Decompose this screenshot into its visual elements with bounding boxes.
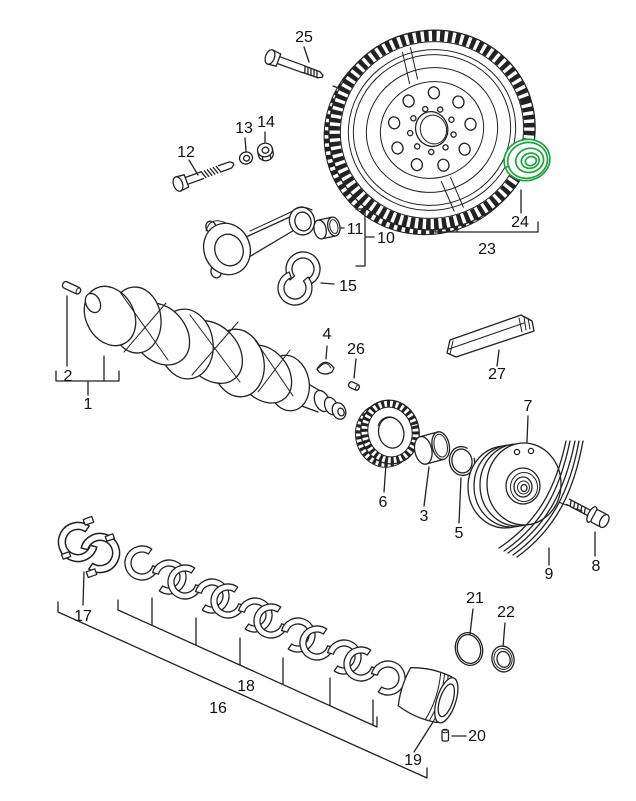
callout-16[interactable]: 16 (209, 700, 227, 717)
part-15-rod-bearing[interactable] (273, 247, 325, 310)
callout-15[interactable]: 15 (339, 278, 357, 295)
callout-24[interactable]: 24 (511, 214, 529, 231)
part-24-seal-highlighted[interactable] (500, 135, 555, 186)
part-17-thrust-bearing[interactable] (52, 515, 126, 579)
callout-4[interactable]: 4 (323, 326, 332, 343)
callout-8[interactable]: 8 (592, 558, 601, 575)
part-27-sealant-tube[interactable] (446, 314, 535, 358)
callout-14[interactable]: 14 (257, 114, 275, 131)
callout-1[interactable]: 1 (84, 396, 93, 413)
part-14-nut[interactable] (256, 142, 274, 162)
callout-19[interactable]: 19 (404, 752, 422, 769)
part-18-main-bearings[interactable] (120, 542, 410, 698)
part-13-washer[interactable] (238, 151, 254, 166)
callout-12[interactable]: 12 (177, 144, 195, 161)
part-7-pulley[interactable] (467, 442, 562, 529)
callout-5[interactable]: 5 (455, 525, 464, 542)
callout-10[interactable]: 10 (377, 230, 395, 247)
callout-7[interactable]: 7 (524, 398, 533, 415)
part-23-flywheel[interactable] (297, 3, 562, 261)
callout-6[interactable]: 6 (379, 494, 388, 511)
part-22-seal-ring[interactable] (489, 644, 517, 675)
callout-22[interactable]: 22 (497, 604, 515, 621)
part-12-bolt[interactable] (171, 157, 236, 193)
part-8-bolt[interactable] (564, 494, 612, 530)
part-20-pin[interactable] (441, 728, 450, 742)
callout-23[interactable]: 23 (478, 241, 496, 258)
callout-2[interactable]: 2 (64, 368, 73, 385)
part-21-ring[interactable] (452, 630, 486, 669)
part-4-woodruff-key[interactable] (316, 361, 335, 375)
callout-17[interactable]: 17 (74, 608, 92, 625)
part-2-dowel-pin[interactable] (61, 280, 82, 295)
part-6-gear[interactable] (348, 394, 426, 474)
callout-9[interactable]: 9 (545, 566, 554, 583)
part-9-belt[interactable] (498, 440, 584, 558)
part-5-snap-ring[interactable] (447, 444, 477, 478)
part-11-bushing[interactable] (312, 216, 341, 240)
part-10-connecting-rod[interactable] (196, 204, 317, 281)
part-1-crankshaft[interactable] (74, 277, 348, 421)
callout-labels: 1 2 3 4 5 6 7 8 9 10 11 12 13 14 15 16 1… (64, 29, 601, 769)
part-19-piston[interactable] (395, 662, 463, 727)
callout-21[interactable]: 21 (466, 590, 484, 607)
callout-3[interactable]: 3 (420, 508, 429, 525)
callout-13[interactable]: 13 (235, 120, 253, 137)
callout-26[interactable]: 26 (347, 341, 365, 358)
callout-20[interactable]: 20 (468, 728, 486, 745)
callout-25[interactable]: 25 (295, 29, 313, 46)
part-3-sleeve[interactable] (412, 430, 452, 466)
part-26-key[interactable] (347, 381, 361, 391)
part-25-bolt[interactable] (263, 48, 325, 83)
callout-11[interactable]: 11 (347, 221, 364, 238)
callout-27[interactable]: 27 (488, 366, 506, 383)
callout-18[interactable]: 18 (237, 678, 255, 695)
